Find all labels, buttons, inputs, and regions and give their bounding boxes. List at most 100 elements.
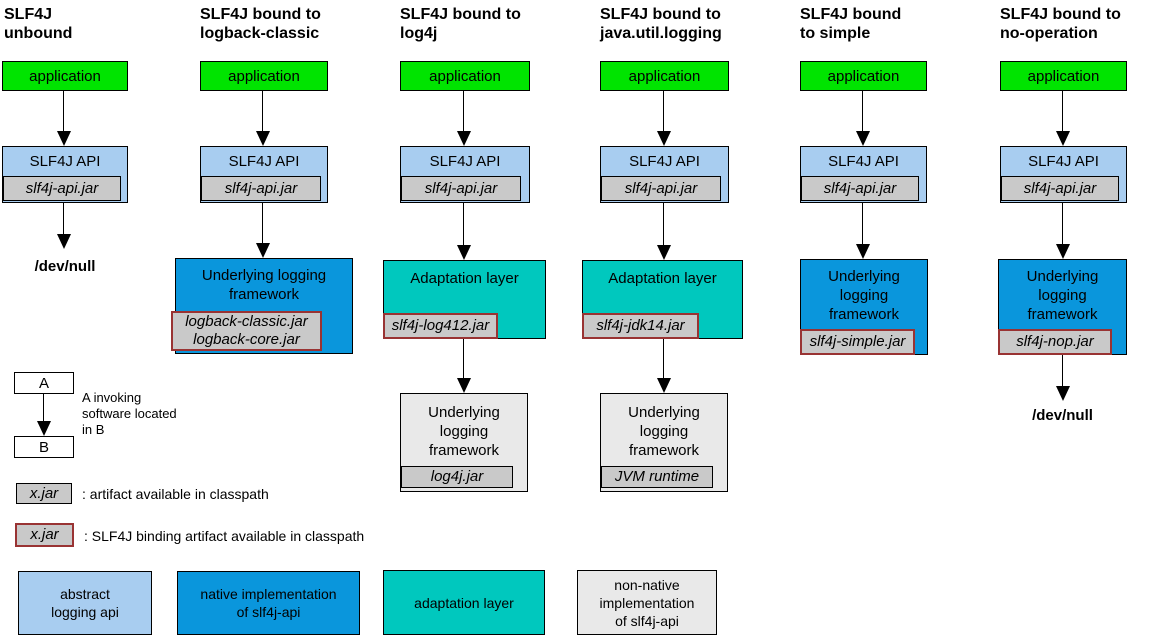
arrow-down-icon — [57, 203, 71, 249]
application-box: application — [800, 61, 927, 91]
arrow-head-icon — [256, 243, 270, 258]
column-title-line: log4j — [400, 25, 438, 42]
legend-swatch-adapter: adaptation layer — [383, 570, 545, 635]
arrow-shaft — [463, 91, 464, 134]
arrow-shaft — [1062, 203, 1063, 247]
legend-plain-jar-text: : artifact available in classpath — [82, 486, 269, 502]
arrow-head-icon — [657, 378, 671, 393]
slf4j-api-box: SLF4J API slf4j-api.jar — [200, 146, 328, 203]
underlying-framework-label: Underlying — [428, 404, 500, 421]
arrow-head-icon — [457, 131, 471, 146]
underlying-framework-label: framework — [228, 286, 299, 303]
arrow-shaft — [1062, 355, 1063, 389]
arrow-head-icon — [37, 421, 51, 436]
adaptation-layer-box: Adaptation layer slf4j-log412.jar — [383, 260, 546, 339]
slf4j-api-label: SLF4J API — [828, 153, 899, 170]
slf4j-api-box: SLF4J API slf4j-api.jar — [2, 146, 128, 203]
arrow-down-icon — [256, 91, 270, 146]
underlying-framework-box: Underlying logging framework slf4j-nop.j… — [998, 259, 1127, 355]
arrow-shaft — [663, 339, 664, 381]
arrow-head-icon — [856, 244, 870, 259]
arrow-head-icon — [57, 131, 71, 146]
arrow-shaft — [663, 91, 664, 134]
underlying-framework-label: framework — [428, 442, 499, 459]
underlying-framework-box: Underlying logging framework log4j.jar — [400, 393, 528, 492]
arrow-shaft — [262, 91, 263, 134]
underlying-framework-label: Underlying — [828, 268, 900, 285]
api-jar-box: slf4j-api.jar — [1001, 176, 1119, 201]
arrow-down-icon — [57, 91, 71, 146]
column-title-line: SLF4J bound to — [400, 6, 521, 23]
arrow-down-icon — [457, 203, 471, 260]
binding-jar-box: slf4j-nop.jar — [998, 329, 1112, 355]
legend-binding-jar-text: : SLF4J binding artifact available in cl… — [84, 528, 365, 544]
application-box: application — [2, 61, 128, 91]
arrow-shaft — [63, 91, 64, 134]
arrow-down-icon — [657, 339, 671, 393]
arrow-head-icon — [1056, 244, 1070, 259]
slf4j-api-label: SLF4J API — [1028, 153, 1099, 170]
framework-jar-box: JVM runtime — [601, 466, 713, 488]
column-title-line: SLF4J — [4, 6, 53, 23]
arrow-head-icon — [657, 131, 671, 146]
adaptation-layer-label: Adaptation layer — [608, 270, 717, 287]
adaptation-layer-label: Adaptation layer — [410, 270, 519, 287]
underlying-framework-label: logging — [439, 423, 489, 440]
api-jar-box: slf4j-api.jar — [801, 176, 919, 201]
adaptation-layer-box: Adaptation layer slf4j-jdk14.jar — [582, 260, 743, 339]
column-title-line: to simple — [800, 25, 871, 42]
slf4j-api-label: SLF4J API — [629, 153, 700, 170]
arrow-down-icon — [457, 91, 471, 146]
column-title-line: java.util.logging — [600, 25, 722, 42]
underlying-framework-box: Underlying logging framework JVM runtime — [600, 393, 728, 492]
underlying-framework-label: logging — [1038, 287, 1087, 304]
legend-invoke-text-line: software located — [82, 406, 177, 421]
legend-swatch-label: of slf4j-api — [236, 604, 301, 620]
binding-jar-box: slf4j-log412.jar — [383, 313, 498, 339]
column-title-line: logback-classic — [200, 25, 320, 42]
column-title-line: unbound — [4, 25, 73, 42]
column-title-simple: SLF4J bound to simple — [800, 5, 901, 43]
slf4j-api-label: SLF4J API — [429, 153, 501, 170]
legend-swatch-label: non-native — [614, 576, 680, 593]
slf4j-api-box: SLF4J API slf4j-api.jar — [400, 146, 530, 203]
arrow-shaft — [262, 203, 263, 246]
slf4j-api-box: SLF4J API slf4j-api.jar — [800, 146, 927, 203]
api-jar-box: slf4j-api.jar — [201, 176, 321, 201]
application-box: application — [400, 61, 530, 91]
binding-jar-label: logback-classic.jar — [185, 313, 308, 330]
arrow-down-icon — [657, 203, 671, 260]
legend-invoke-text-line: in B — [82, 422, 105, 437]
slf4j-api-box: SLF4J API slf4j-api.jar — [600, 146, 729, 203]
underlying-framework-label: logging — [639, 423, 689, 440]
arrow-head-icon — [856, 131, 870, 146]
arrow-down-icon — [856, 203, 870, 259]
underlying-framework-label: Underlying — [1026, 268, 1099, 285]
arrow-down-icon — [256, 203, 270, 258]
arrow-shaft — [463, 339, 464, 381]
arrow-shaft — [63, 203, 64, 237]
legend-plain-jar-box: x.jar — [16, 483, 72, 504]
api-jar-box: slf4j-api.jar — [601, 176, 721, 201]
binding-jar-box: logback-classic.jar logback-core.jar — [171, 311, 322, 351]
api-jar-box: slf4j-api.jar — [401, 176, 521, 201]
column-title-line: SLF4J bound to — [600, 6, 721, 23]
column-title-jul: SLF4J bound to java.util.logging — [600, 5, 722, 43]
arrow-head-icon — [57, 234, 71, 249]
column-title-logback: SLF4J bound to logback-classic — [200, 5, 321, 43]
legend-swatch-label: logging api — [51, 604, 119, 620]
legend-binding-jar-box: x.jar — [15, 523, 74, 547]
column-title-unbound: SLF4J unbound — [4, 5, 72, 43]
legend-swatch-label: abstract — [60, 586, 110, 602]
arrow-down-icon — [657, 91, 671, 146]
arrow-down-icon — [37, 394, 51, 436]
legend-invokee-box: B — [14, 436, 74, 458]
slf4j-api-box: SLF4J API slf4j-api.jar — [1000, 146, 1127, 203]
underlying-framework-label: logging — [839, 287, 889, 304]
underlying-framework-label: framework — [628, 442, 699, 459]
framework-jar-box: log4j.jar — [401, 466, 513, 488]
arrow-head-icon — [1056, 386, 1070, 401]
arrow-down-icon — [1056, 355, 1070, 401]
arrow-shaft — [862, 203, 863, 247]
